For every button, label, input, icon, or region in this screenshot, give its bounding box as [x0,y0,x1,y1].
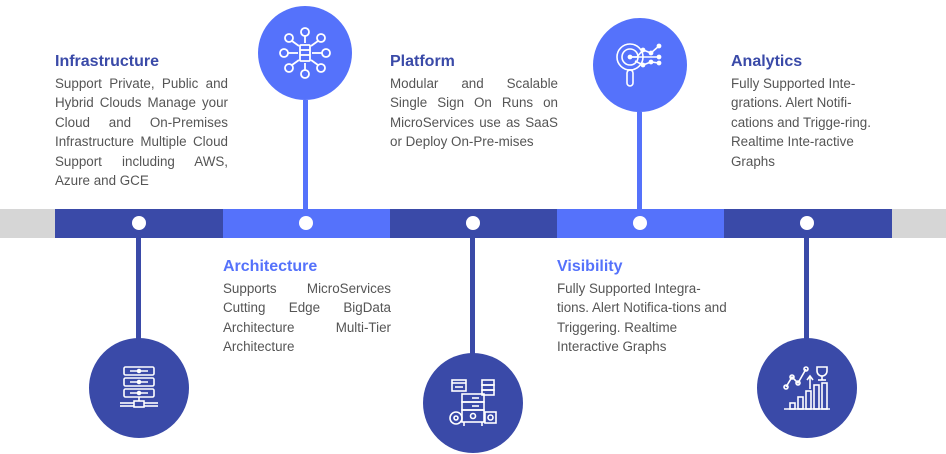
stem-infrastructure [136,238,141,343]
icon-circle-visibility [593,18,687,112]
stem-architecture [303,100,308,209]
milestone-infrastructure: Infrastructure Support Private, Public a… [55,52,228,190]
milestone-analytics: Analytics Fully Supported Inte-grations.… [731,52,881,171]
milestone-dot-architecture [299,216,313,230]
milestone-platform: Platform Modular and Scalable Single Sig… [390,52,558,152]
milestone-title: Visibility [557,258,623,275]
milestone-dot-platform [466,216,480,230]
server-gears-icon [449,379,497,426]
icon-circle-analytics [757,338,857,438]
server-rack-icon [120,366,158,408]
track-end-cap [892,209,946,238]
milestone-dot-analytics [800,216,814,230]
track-start-cap [0,209,55,238]
milestone-description: Modular and Scalable Single Sign On Runs… [390,76,558,150]
stem-visibility [637,112,642,209]
milestone-dot-infrastructure [132,216,146,230]
milestone-title: Analytics [731,53,803,70]
milestone-description: Fully Supported Inte-grations. Alert Not… [731,76,871,169]
icon-circle-architecture [258,6,352,100]
stem-analytics [804,238,809,343]
icon-circle-infrastructure [89,338,189,438]
milestone-dot-visibility [633,216,647,230]
milestone-visibility: Visibility Fully Supported Integra-tions… [557,257,729,357]
stem-platform [470,238,475,358]
milestone-title: Infrastructure [55,53,160,70]
network-hub-icon [279,27,331,79]
milestone-description: Support Private, Public and Hybrid Cloud… [55,76,228,189]
growth-chart-trophy-icon [783,366,830,410]
milestone-description: Fully Supported Integra-tions. Alert Not… [557,281,727,355]
milestone-architecture: Architecture Supports MicroServices Cutt… [223,257,391,357]
milestone-description: Supports MicroServices Cutting Edge BigD… [223,281,391,355]
milestone-title: Architecture [223,258,318,275]
milestone-title: Platform [390,53,455,70]
icon-circle-platform [423,353,523,453]
magnifier-data-icon [616,43,662,87]
